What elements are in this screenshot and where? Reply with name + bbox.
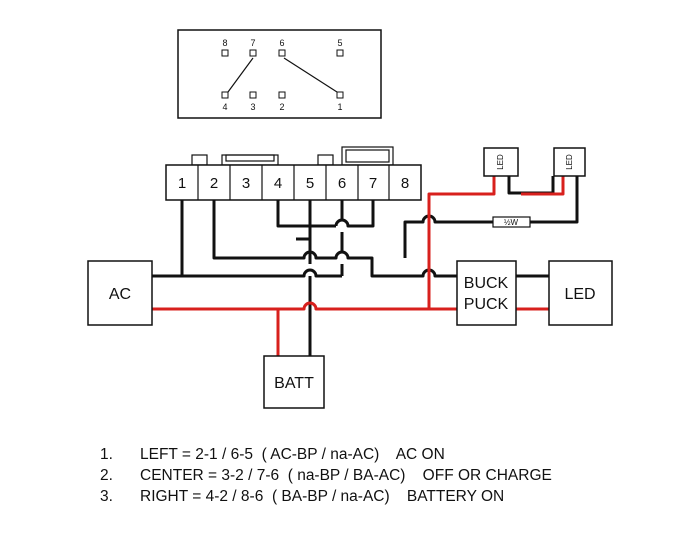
legend-row-1: 1. LEFT = 2-1 / 6-5 ( AC-BP / na-AC) AC O… [100, 444, 552, 465]
buck-puck-box: BUCK PUCK [456, 260, 517, 326]
batt-box: BATT [263, 355, 325, 409]
terminal-6: 6 [338, 175, 346, 192]
ac-label: AC [109, 286, 131, 303]
switch-pin-bottom-4: 1 [337, 102, 342, 112]
terminal-3: 3 [242, 175, 250, 192]
switch-position-legend: 1. LEFT = 2-1 / 6-5 ( AC-BP / na-AC) AC O… [100, 444, 552, 507]
led-box: LED [548, 260, 613, 326]
switch-link-6-1 [283, 57, 338, 93]
terminal-8: 8 [401, 175, 409, 192]
switch-pin-top-2: 7 [250, 38, 255, 48]
switch-pin-top-4: 5 [337, 38, 342, 48]
legend-text: RIGHT = 4-2 / 8-6 ( BA-BP / na-AC) BATTE… [140, 488, 505, 505]
switch-pin-pads [221, 49, 344, 99]
black-wires [152, 176, 579, 356]
terminal-2: 2 [210, 175, 218, 192]
switch-pin-top-3: 6 [279, 38, 284, 48]
puck-label: PUCK [464, 296, 509, 313]
legend-num: 1. [100, 446, 113, 463]
switch-pin-bottom-1: 4 [222, 102, 227, 112]
terminal-4: 4 [274, 175, 282, 192]
resistor: ½W [492, 216, 531, 228]
legend-text: LEFT = 2-1 / 6-5 ( AC-BP / na-AC) AC ON [140, 446, 445, 463]
terminal-strip: 1 2 3 4 5 6 7 8 [165, 146, 422, 201]
legend-text: CENTER = 3-2 / 7-6 ( na-BP / BA-AC) OFF … [140, 467, 552, 484]
ac-box: AC [87, 260, 153, 326]
resistor-label: ½W [504, 218, 519, 227]
led-small-1: LED [483, 147, 519, 177]
led-small-2: LED [553, 147, 586, 177]
legend-num: 3. [100, 488, 113, 505]
switch-schematic: 8 7 6 5 4 3 2 1 [177, 29, 382, 119]
terminal-7: 7 [369, 175, 377, 192]
switch-pin-bottom-2: 3 [250, 102, 255, 112]
terminal-5: 5 [306, 175, 314, 192]
switch-link-7-4 [227, 57, 254, 93]
switch-pin-top-1: 8 [222, 38, 227, 48]
red-wires [152, 176, 565, 356]
terminal-1: 1 [178, 175, 186, 192]
batt-label: BATT [274, 375, 314, 392]
switch-pin-bottom-3: 2 [279, 102, 284, 112]
legend-row-2: 2. CENTER = 3-2 / 7-6 ( na-BP / BA-AC) OF… [100, 465, 552, 486]
legend-row-3: 3. RIGHT = 4-2 / 8-6 ( BA-BP / na-AC) BAT… [100, 486, 552, 507]
led-small-2-label: LED [565, 154, 574, 170]
buck-label: BUCK [464, 275, 509, 292]
legend-num: 2. [100, 467, 113, 484]
led-label: LED [564, 286, 595, 303]
led-small-1-label: LED [496, 154, 505, 170]
